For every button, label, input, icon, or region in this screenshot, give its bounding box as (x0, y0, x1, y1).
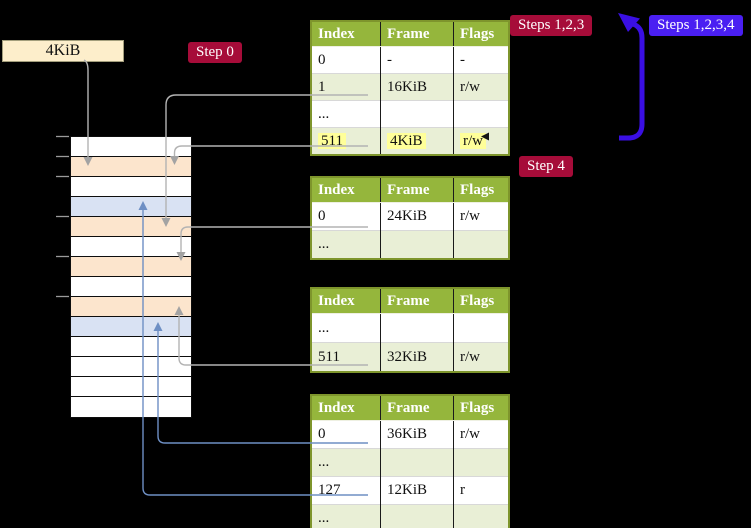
column-header-flags: Flags (453, 288, 509, 314)
table-cell: 1 (311, 73, 381, 101)
table-cell: 0 (311, 46, 381, 74)
memory-frame-row-white (71, 357, 191, 377)
table-row: 511 4KiB r/w (311, 127, 509, 155)
table-cell (380, 448, 454, 477)
table-cell: 24KiB (380, 202, 454, 231)
column-header-flags: Flags (453, 21, 509, 47)
table-cell (380, 230, 454, 259)
table-cell: 511 (311, 127, 381, 155)
table-cell: ... (311, 504, 381, 528)
column-header-frame: Frame (380, 177, 454, 203)
table-cell: 4KiB (380, 127, 454, 155)
column-header-index: Index (311, 21, 381, 47)
memory-frame-row-peach (71, 297, 191, 317)
column-header-index: Index (311, 177, 381, 203)
column-header-frame: Frame (380, 21, 454, 47)
table-cell: ... (311, 230, 381, 259)
table-row: ... (311, 313, 509, 343)
table-cell: - (380, 46, 454, 74)
table-cell: r/w (453, 202, 509, 231)
table-cell (380, 504, 454, 528)
table-cell: 511 (311, 342, 381, 372)
table-cell (453, 448, 509, 477)
column-header-flags: Flags (453, 395, 509, 421)
table-cell: ... (311, 448, 381, 477)
table-cell: r (453, 476, 509, 505)
table-cell (380, 313, 454, 343)
highlighted-value: r/w (460, 132, 486, 149)
memory-frame-row-white (71, 137, 191, 157)
table-cell: 32KiB (380, 342, 454, 372)
memory-frame-row-white (71, 277, 191, 297)
memory-frame-row-white (71, 397, 191, 416)
table-cell (453, 313, 509, 343)
memory-frame-row-peach (71, 257, 191, 277)
memory-frame-row-peach (71, 157, 191, 177)
table-cell: 0 (311, 202, 381, 231)
table-cell: 36KiB (380, 420, 454, 449)
memory-frame-row-peach (71, 217, 191, 237)
table-cell (453, 100, 509, 128)
step-4-label: Step 4 (519, 156, 573, 177)
column-header-flags: Flags (453, 177, 509, 203)
table-row: ... (311, 230, 509, 259)
column-header-index: Index (311, 288, 381, 314)
table-cell (453, 230, 509, 259)
memory-frame-row-white (71, 177, 191, 197)
steps-123-label: Steps 1,2,3 (510, 15, 593, 36)
highlighted-value: 4KiB (387, 132, 426, 149)
frame-size-label: 4KiB (2, 40, 124, 62)
table-cell: ... (311, 100, 381, 128)
table-cell: r/w (453, 420, 509, 449)
memory-frame-row-white (71, 237, 191, 257)
physical-memory-strip (70, 136, 192, 418)
table-row: ... (311, 100, 509, 128)
table-cell: - (453, 46, 509, 74)
steps-1234-label: Steps 1,2,3,4 (649, 15, 743, 36)
step-0-label: Step 0 (188, 42, 242, 63)
table-cell (453, 504, 509, 528)
table-row: ... (311, 504, 509, 528)
column-header-frame: Frame (380, 288, 454, 314)
recursive-loop-arrow (618, 13, 645, 141)
memory-frame-row-blue (71, 317, 191, 337)
table-cell: r/w (453, 342, 509, 372)
highlighted-value: 511 (318, 132, 346, 149)
strip-tick-marks (56, 135, 69, 298)
table-cell: 16KiB (380, 73, 454, 101)
table-cell: 0 (311, 420, 381, 449)
column-header-index: Index (311, 395, 381, 421)
table-cell (380, 100, 454, 128)
table-cell: r/w (453, 127, 509, 155)
table-row: 0-- (311, 46, 509, 74)
table-cell: r/w (453, 73, 509, 101)
table-cell: 12KiB (380, 476, 454, 505)
memory-frame-row-blue (71, 197, 191, 217)
column-header-frame: Frame (380, 395, 454, 421)
table-row: ... (311, 448, 509, 477)
table-cell: ... (311, 313, 381, 343)
memory-frame-row-white (71, 337, 191, 357)
memory-frame-row-white (71, 377, 191, 397)
table-cell: 127 (311, 476, 381, 505)
